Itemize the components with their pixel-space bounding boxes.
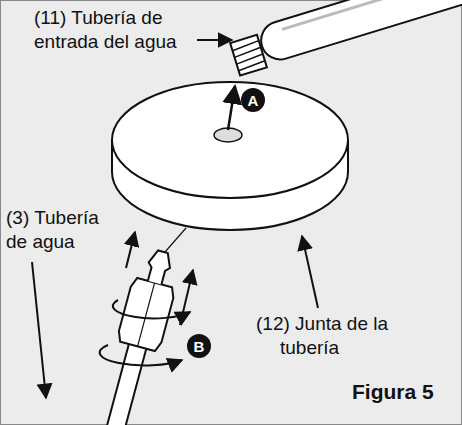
gasket [112,82,348,230]
part-label: (11) Tubería de entrada del agua [34,6,204,54]
part-label: (12) Junta de la tubería [256,312,430,360]
callout-letter: B [194,338,205,355]
callout-circle: B [187,334,211,358]
inlet-pipe [256,0,462,64]
part-label: (3) Tubería de agua [6,206,124,254]
threaded-fitting [230,35,267,76]
callout-circle: A [241,88,265,112]
figure-number: Figura 5 [352,380,456,404]
callout-letter: A [248,92,259,109]
water-tube [82,246,184,425]
